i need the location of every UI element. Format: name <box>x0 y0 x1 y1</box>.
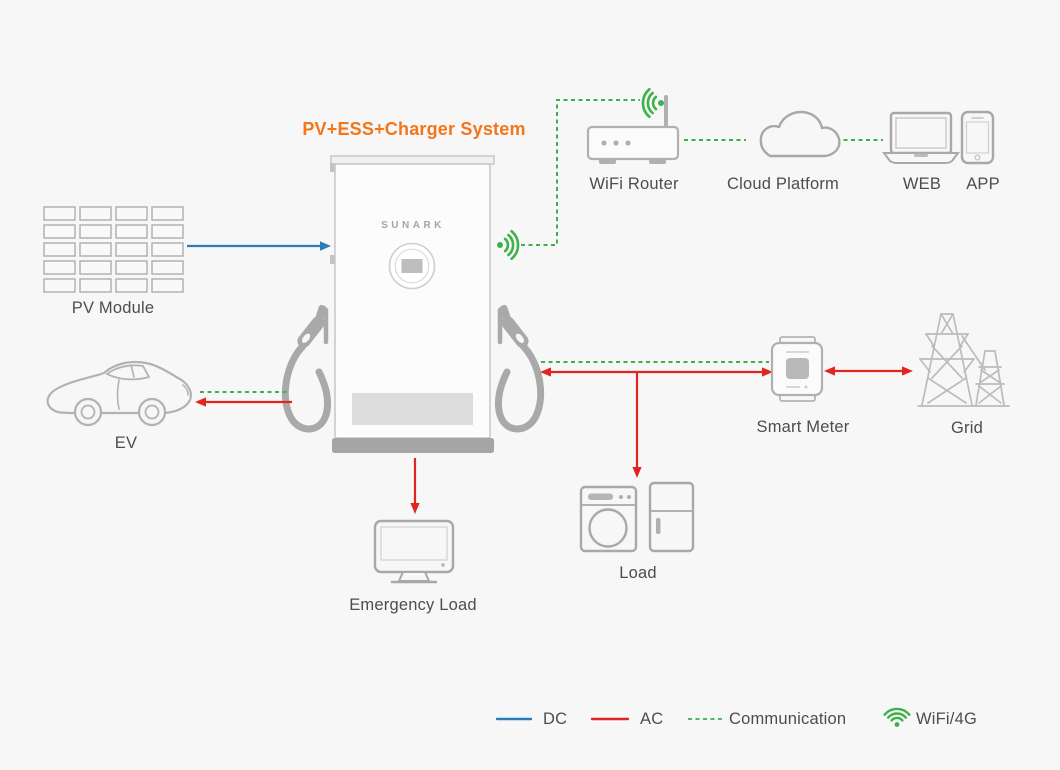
charger-left-cable <box>281 342 332 433</box>
wifi-signal-router-icon <box>641 87 664 119</box>
smart-meter-icon <box>770 336 824 402</box>
phone-icon <box>960 110 995 165</box>
fridge-icon <box>648 481 695 553</box>
ev-label: EV <box>114 434 138 452</box>
wifi-router-icon <box>586 95 680 164</box>
legend-wifi-label: WiFi/4G <box>916 710 977 728</box>
ac-arrow-charger-to-emergency-load <box>410 458 420 514</box>
wifi-signal-charger-icon <box>497 229 520 261</box>
charger-vent <box>352 393 473 425</box>
pv-module-icon <box>43 206 184 293</box>
charger-right-cable <box>494 342 545 433</box>
ac-arrow-meter-grid <box>824 366 913 376</box>
smart-meter-label: Smart Meter <box>756 418 850 436</box>
charger-left-gun <box>281 304 332 433</box>
ac-arrow-charger-to-ev <box>195 397 292 407</box>
legend-ac-label: AC <box>640 710 664 728</box>
ev-car-icon <box>46 360 192 427</box>
load-label: Load <box>619 564 657 582</box>
legend-wifi-icon <box>883 707 911 727</box>
grid-towers-icon <box>917 313 1010 407</box>
charger-right-gun <box>494 304 545 433</box>
diagram-title: PV+ESS+Charger System <box>302 119 526 139</box>
laptop-icon <box>882 111 960 164</box>
ac-arrow-branch-to-load <box>632 372 642 478</box>
emergency-load-label: Emergency Load <box>349 596 477 614</box>
charger-screen <box>401 259 423 273</box>
charger-base <box>332 438 494 453</box>
washing-machine-icon <box>579 485 638 553</box>
dc-line-pv-to-charger <box>187 241 331 251</box>
wifi-router-label: WiFi Router <box>589 175 679 193</box>
grid-label: Grid <box>951 419 983 437</box>
legend-communication-label: Communication <box>729 710 847 728</box>
pv-module-label: PV Module <box>71 299 155 317</box>
charger-icon <box>281 155 545 453</box>
monitor-icon <box>373 519 455 584</box>
app-label: APP <box>966 175 1000 193</box>
cloud-icon <box>759 110 841 158</box>
web-label: WEB <box>902 175 942 193</box>
legend-dc-label: DC <box>543 710 568 728</box>
charger-brand-label: SUNARK <box>381 220 445 231</box>
dc-arrowhead <box>320 241 331 251</box>
cloud-platform-label: Cloud Platform <box>727 175 839 193</box>
ac-arrow-charger-meter <box>540 367 773 377</box>
comm-line-charger-to-router <box>521 99 640 246</box>
